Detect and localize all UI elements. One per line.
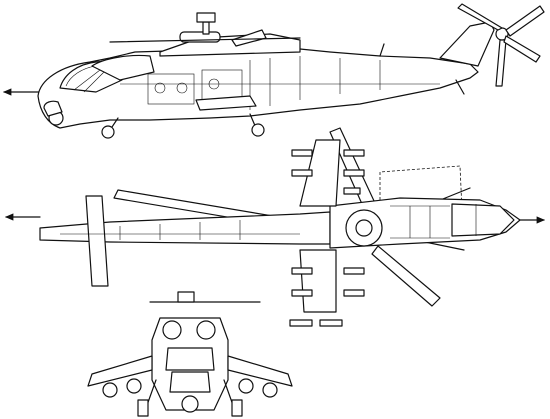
side-nose-wheel: [101, 125, 115, 139]
front-view: [87, 291, 293, 417]
side-cabin-window: [154, 82, 166, 94]
top-engine-panels: [390, 205, 450, 239]
side-panel-lines: [120, 56, 440, 110]
top-boom-panels: [60, 220, 300, 240]
side-view: [2, 3, 545, 139]
top-canopy: [451, 203, 515, 237]
side-rear-canopy: [91, 54, 155, 81]
top-horizontal-stabilizer: [85, 195, 109, 287]
side-main-wheel: [251, 123, 265, 137]
top-nose-probe-tip: [536, 216, 546, 224]
top-wing-lower: [299, 249, 337, 313]
top-rotor-blade-dashed: [379, 165, 463, 211]
side-cabin-window: [176, 82, 188, 94]
side-rotor-hub: [196, 12, 216, 23]
side-chin-sensor: [43, 100, 63, 117]
front-canopy-lower: [169, 371, 211, 393]
front-canopy-upper: [165, 347, 215, 371]
front-nose-turret: [181, 395, 199, 413]
front-rotor-hub: [177, 291, 195, 303]
front-rocket-pods: [102, 378, 278, 398]
side-rotor-mast: [202, 21, 210, 35]
side-wing-stub: [195, 95, 257, 111]
front-left-wheel: [137, 399, 149, 417]
side-exhaust-left: [231, 29, 267, 47]
front-wing-left: [87, 355, 153, 387]
top-tail-boom: [39, 211, 331, 245]
side-tail-rotor: [457, 3, 545, 87]
side-cabin-door: [147, 73, 195, 105]
top-rotor-hub-center: [355, 219, 373, 237]
top-weapon-pylons: [289, 149, 365, 327]
side-tail-fin: [439, 21, 495, 67]
side-antenna: [379, 43, 385, 57]
front-right-wheel: [231, 399, 243, 417]
side-pitot-tip: [2, 88, 12, 96]
side-main-rotor-blade: [109, 37, 301, 43]
top-view: [4, 127, 546, 327]
front-right-intake: [196, 320, 216, 340]
front-left-intake: [162, 320, 182, 340]
top-rotor-blade-lower: [371, 245, 441, 307]
top-wing-upper: [299, 139, 341, 207]
front-wing-right: [227, 355, 293, 387]
top-tail-probe-tip: [4, 213, 14, 221]
side-tail-skid: [455, 79, 465, 95]
